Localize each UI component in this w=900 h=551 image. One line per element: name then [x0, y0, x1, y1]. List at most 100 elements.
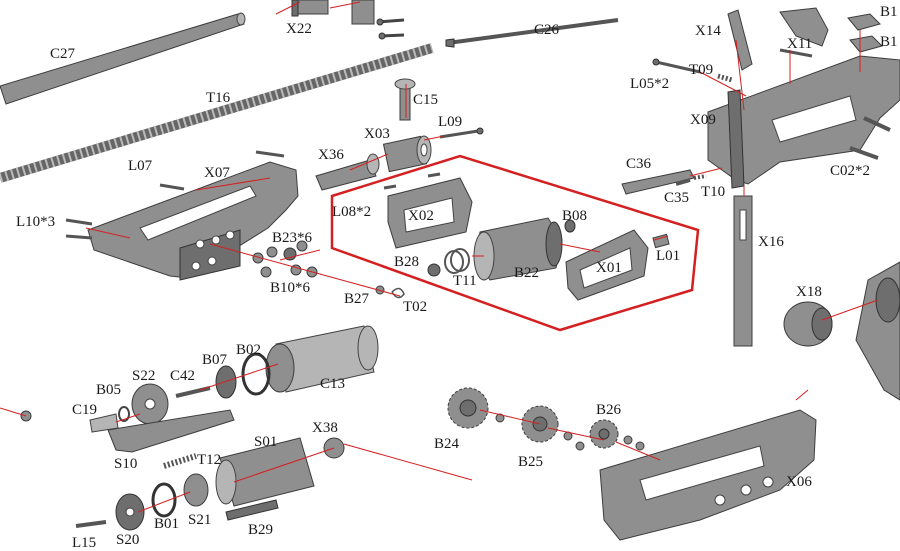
label-x14: X14 — [695, 23, 721, 39]
label-b28: B28 — [394, 254, 419, 270]
part-t12-spring — [163, 453, 197, 469]
label-t02: T02 — [403, 299, 427, 315]
label-l15: L15 — [72, 535, 96, 551]
label-s21: S21 — [188, 512, 211, 528]
part-l07-screw — [159, 183, 185, 191]
label-x18: X18 — [796, 284, 822, 300]
label-x07: X07 — [204, 165, 230, 181]
part-x02-motor-cage — [387, 177, 473, 249]
label-b1-mid: B1 — [880, 34, 898, 50]
label-t12: T12 — [197, 452, 221, 468]
leader-lines — [0, 1, 879, 513]
part-b08-disc — [564, 219, 576, 233]
label-b22: B22 — [514, 265, 539, 281]
part-t10-spring — [693, 174, 707, 180]
label-x38: X38 — [312, 420, 338, 436]
label-b26: B26 — [596, 402, 622, 418]
part-x18-selector — [783, 301, 833, 347]
part-x06-housing — [599, 409, 817, 541]
label-c19: C19 — [72, 402, 97, 418]
part-s20-head — [115, 493, 145, 531]
label-x03: X03 — [364, 126, 390, 142]
label-x11: X11 — [787, 36, 812, 52]
label-c42: C42 — [170, 368, 195, 384]
part-x11-bracket — [779, 7, 829, 47]
label-b27: B27 — [344, 291, 370, 307]
label-t16: T16 — [206, 90, 231, 106]
part-l10-screws — [65, 150, 285, 240]
part-l05-screws — [652, 48, 813, 74]
label-b24: B24 — [434, 436, 460, 452]
part-l08-screws — [383, 172, 441, 190]
part-x01-motor-cage — [565, 229, 649, 301]
label-c36: C36 — [626, 156, 652, 172]
label-x06: X06 — [786, 474, 812, 490]
label-b25: B25 — [518, 454, 543, 470]
part-s21-head — [183, 473, 209, 507]
label-t11: T11 — [453, 273, 477, 289]
part-screws-top — [351, 0, 405, 40]
label-b08: B08 — [562, 208, 587, 224]
part-l09-screw — [439, 127, 484, 139]
label-l07: L07 — [128, 158, 153, 174]
part-labels: X22 C27 C26 X14 X11 B1 B1 T16 C15 L09 X0… — [16, 4, 898, 551]
part-b07-head — [215, 365, 237, 399]
highlight-box-motor-group — [330, 154, 700, 332]
part-c15-pin — [394, 78, 416, 121]
part-b01-oring — [151, 482, 177, 518]
label-x02: X02 — [408, 208, 434, 224]
label-l09: L09 — [438, 114, 462, 130]
part-grip-edge — [855, 261, 900, 401]
label-c15: C15 — [413, 92, 438, 108]
label-t10: T10 — [701, 184, 725, 200]
part-b1-small — [847, 13, 883, 53]
label-c35: C35 — [664, 190, 689, 206]
label-x01: X01 — [596, 260, 622, 276]
part-t16-spring — [0, 43, 434, 183]
part-l15-screw — [75, 520, 107, 528]
part-l01-pin — [652, 233, 670, 249]
label-l08: L08*2 — [332, 204, 371, 220]
part-x03-cylinder — [382, 135, 432, 173]
part-b02-oring — [241, 352, 271, 396]
label-l10: L10*3 — [16, 214, 55, 230]
label-x36: X36 — [318, 147, 344, 163]
label-l05: L05*2 — [630, 76, 669, 92]
part-c27-barrel — [0, 12, 246, 105]
part-x22-block — [291, 0, 329, 17]
part-b26-gear — [589, 419, 619, 449]
part-x16-plate — [733, 195, 753, 347]
part-c13-cylinder — [265, 325, 379, 393]
part-c02-pins — [849, 116, 891, 160]
label-x22: X22 — [286, 21, 312, 37]
label-s01: S01 — [254, 434, 277, 450]
label-c02: C02*2 — [830, 163, 870, 179]
part-x07-housing — [87, 161, 299, 281]
label-c26: C26 — [534, 22, 560, 38]
part-s01-piston — [215, 437, 315, 507]
label-b29: B29 — [248, 522, 273, 538]
label-b1-top: B1 — [880, 4, 898, 20]
label-s20: S20 — [116, 532, 139, 548]
part-x14-lever — [727, 9, 753, 71]
part-t11-spring — [444, 248, 470, 274]
part-b28-pinion — [427, 263, 441, 277]
label-x16: X16 — [758, 234, 784, 250]
part-c35-pin — [675, 178, 691, 186]
label-c13: C13 — [320, 376, 345, 392]
part-t09-spring — [717, 73, 733, 83]
label-b02: B02 — [236, 342, 261, 358]
label-c27: C27 — [50, 46, 76, 62]
label-b01: B01 — [154, 516, 179, 532]
label-t09: T09 — [689, 62, 713, 78]
part-b29-rack — [225, 499, 279, 521]
label-l01: L01 — [656, 248, 680, 264]
label-s22: S22 — [132, 368, 155, 384]
part-b23-b10-washers — [252, 240, 318, 278]
label-b10: B10*6 — [270, 280, 311, 296]
part-c42-screw — [175, 386, 211, 398]
label-b07: B07 — [202, 352, 228, 368]
label-x09: X09 — [690, 112, 716, 128]
